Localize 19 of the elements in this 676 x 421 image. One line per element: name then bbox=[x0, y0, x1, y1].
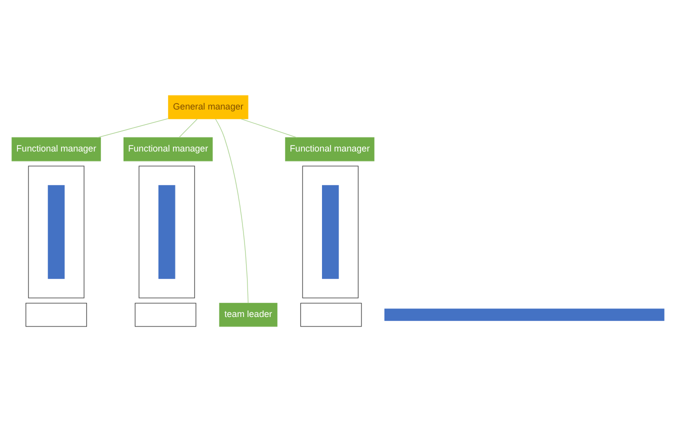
cluster bbox=[28, 165, 84, 298]
node-box bbox=[134, 302, 196, 326]
node-bar bbox=[48, 184, 65, 278]
node-bar bbox=[322, 184, 339, 278]
connector bbox=[97, 118, 169, 138]
connector bbox=[215, 118, 248, 303]
cluster bbox=[138, 165, 195, 298]
connector bbox=[178, 118, 198, 138]
node-box: Functional manager bbox=[12, 136, 101, 161]
node-bar bbox=[158, 184, 176, 278]
node-box bbox=[26, 302, 87, 326]
connector bbox=[240, 118, 298, 138]
node-box bbox=[300, 302, 362, 326]
node-bar bbox=[384, 308, 664, 320]
node-box: Functional manager bbox=[124, 136, 213, 161]
node-box: team leader bbox=[219, 302, 278, 326]
node-box: Functional manager bbox=[285, 136, 374, 161]
node-box: General manager bbox=[168, 94, 248, 119]
cluster bbox=[302, 165, 359, 298]
